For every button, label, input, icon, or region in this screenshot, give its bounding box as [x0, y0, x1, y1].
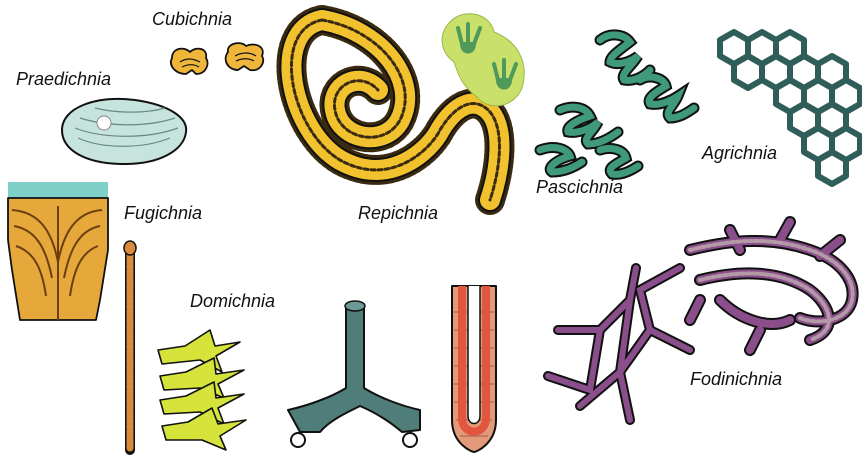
branching-burrow-icon — [288, 301, 420, 447]
label-cubichnia: Cubichnia — [152, 10, 232, 28]
vertical-burrow-icon — [124, 241, 136, 450]
bivalve-shell-icon — [62, 99, 186, 164]
label-agrichnia: Agrichnia — [702, 144, 777, 162]
feeding-burrow-system-icon — [548, 268, 690, 420]
escape-structure-icon — [8, 182, 108, 320]
resting-trace-icon — [171, 43, 263, 74]
label-fugichnia: Fugichnia — [124, 204, 202, 222]
label-praedichnia: Praedichnia — [16, 70, 111, 88]
label-domichnia: Domichnia — [190, 292, 275, 310]
label-pascichnia: Pascichnia — [536, 178, 623, 196]
footprint-icon — [442, 14, 524, 106]
label-repichnia: Repichnia — [358, 204, 438, 222]
label-fodinichnia: Fodinichnia — [690, 370, 782, 388]
u-shaped-burrow-icon — [452, 286, 496, 452]
meandering-grazing-trail-icon — [540, 35, 694, 174]
feeding-burrow-system-icon — [690, 222, 853, 350]
spreite-burrow-icon — [158, 330, 246, 450]
